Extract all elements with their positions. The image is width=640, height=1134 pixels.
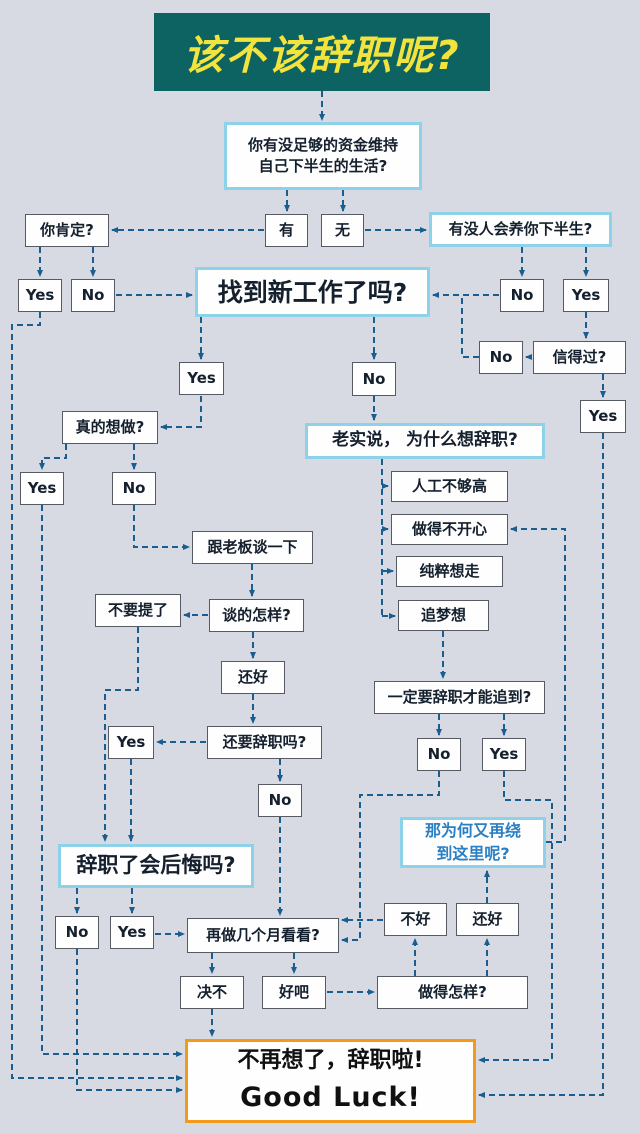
connector <box>510 526 566 843</box>
node-regret-no: No <box>55 916 99 949</box>
node-really-no: No <box>112 472 156 505</box>
node-sure-yes: Yes <box>18 279 62 312</box>
node-newjob-no: No <box>352 362 396 396</box>
connector <box>160 396 202 430</box>
node-fine: 好吧 <box>262 976 326 1009</box>
connector <box>41 505 183 1057</box>
node-answer-have: 有 <box>265 214 308 247</box>
connector <box>341 771 440 943</box>
node-really-yes: Yes <box>20 472 64 505</box>
node-talk-ok: 还好 <box>221 661 285 694</box>
node-sure-no: No <box>71 279 115 312</box>
node-must-quit-question: 一定要辞职才能追到? <box>374 681 545 714</box>
node-reason-leave: 纯粹想走 <box>396 556 503 587</box>
node-doing-bad: 不好 <box>384 903 447 936</box>
connector <box>133 505 190 550</box>
connector <box>102 627 139 842</box>
node-reason-unhappy: 做得不开心 <box>391 514 508 545</box>
final-goodluck-box: 不再想了，辞职啦! Good Luck! <box>185 1039 476 1123</box>
node-trust-question: 信得过? <box>533 341 626 374</box>
node-really-question: 真的想做? <box>62 411 158 444</box>
node-why-here-question: 那为何又再绕 到这里呢? <box>400 817 546 868</box>
node-why-question: 老实说， 为什么想辞职? <box>305 423 545 459</box>
node-talk-result-question: 谈的怎样? <box>209 599 304 632</box>
final-line1: 不再想了，辞职啦! <box>237 1047 424 1073</box>
flowchart-title: 该不该辞职呢? <box>154 13 490 91</box>
node-reason-pay: 人工不够高 <box>391 471 508 502</box>
node-reason-dream: 追梦想 <box>398 600 489 631</box>
node-still-yes: Yes <box>108 726 154 759</box>
node-regret-yes: Yes <box>110 916 154 949</box>
node-answer-none: 无 <box>321 214 364 247</box>
connector <box>478 771 553 1063</box>
node-trust-yes: Yes <box>580 400 626 433</box>
node-how-doing-question: 做得怎样? <box>377 976 528 1009</box>
connector <box>478 433 604 1098</box>
node-dont-mention: 不要提了 <box>95 594 181 627</box>
node-newjob-yes: Yes <box>179 362 224 395</box>
node-few-months-question: 再做几个月看看? <box>187 918 339 953</box>
node-newjob-question: 找到新工作了吗? <box>195 267 430 317</box>
node-doing-ok: 还好 <box>456 903 519 936</box>
node-support-yes: Yes <box>563 279 609 312</box>
node-regret-question: 辞职了会后悔吗? <box>58 844 254 888</box>
node-trust-no: No <box>479 341 523 374</box>
node-never: 决不 <box>180 976 244 1009</box>
node-must-yes: Yes <box>482 738 526 771</box>
connector <box>461 297 479 358</box>
node-sure-question: 你肯定? <box>25 214 109 247</box>
connector <box>39 444 67 470</box>
node-still-quit-question: 还要辞职吗? <box>207 726 322 759</box>
connector <box>76 949 183 1093</box>
node-talk-boss: 跟老板谈一下 <box>192 531 313 564</box>
node-support-question: 有没人会养你下半生? <box>429 212 612 247</box>
node-funding-question: 你有没足够的资金维持 自己下半生的生活? <box>224 122 422 190</box>
node-must-no: No <box>417 738 461 771</box>
final-line2: Good Luck! <box>240 1081 421 1113</box>
node-support-no: No <box>500 279 544 312</box>
connector <box>11 312 183 1081</box>
node-still-no: No <box>258 784 302 817</box>
